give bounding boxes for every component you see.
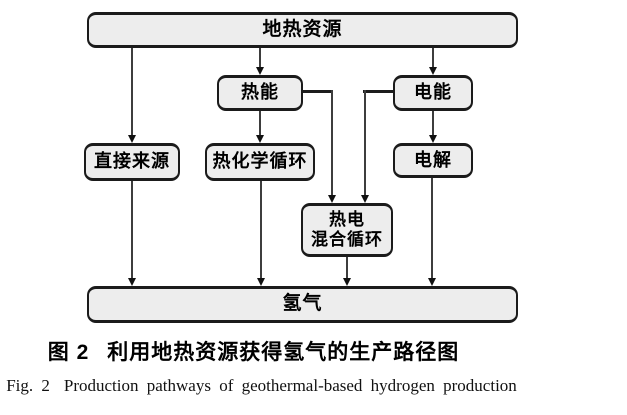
node-label: 地热资源 bbox=[262, 18, 343, 40]
connector-electric-electrolysis bbox=[432, 111, 434, 136]
figure-number-zh: 图 2 bbox=[47, 341, 90, 364]
connector-electric-hybrid-vertical bbox=[364, 90, 366, 196]
node-electrolysis: 电解 bbox=[393, 143, 473, 178]
connector-thermal-hybrid-horizontal bbox=[303, 90, 333, 93]
node-direct-source: 直接来源 bbox=[84, 143, 180, 181]
connector-direct-hydrogen bbox=[131, 181, 133, 279]
connector-thermal-hybrid-vertical bbox=[331, 90, 333, 196]
arrowhead-into-hybrid-left bbox=[328, 195, 336, 203]
connector-geothermal-electric bbox=[432, 48, 434, 68]
figure-number-en: Fig. 2 bbox=[6, 376, 50, 395]
connector-electrolysis-hydrogen bbox=[431, 178, 433, 279]
connector-electric-hybrid-horizontal bbox=[363, 90, 393, 93]
node-label: 热化学循环 bbox=[212, 151, 308, 172]
node-label: 电能 bbox=[414, 82, 452, 103]
node-label-line1: 热电 bbox=[329, 209, 365, 229]
arrowhead-into-thermochemical bbox=[256, 135, 264, 143]
connector-thermochemical-hydrogen bbox=[260, 181, 262, 279]
node-hydrogen: 氢气 bbox=[87, 286, 518, 323]
arrowhead-into-electrolysis bbox=[429, 135, 437, 143]
node-geothermal-resources: 地热资源 bbox=[87, 12, 518, 48]
node-label: 电解 bbox=[414, 149, 452, 170]
connector-geothermal-thermal bbox=[259, 48, 261, 68]
arrowhead-hydrogen-2 bbox=[257, 278, 265, 286]
arrowhead-hydrogen-3 bbox=[343, 278, 351, 286]
connector-geothermal-direct bbox=[131, 48, 133, 136]
node-label: 直接来源 bbox=[94, 151, 170, 172]
arrowhead-into-hybrid-right bbox=[361, 195, 369, 203]
arrowhead-hydrogen-4 bbox=[428, 278, 436, 286]
arrowhead-into-direct bbox=[128, 135, 136, 143]
figure-caption-en: Fig. 2 Production pathways of geothermal-… bbox=[0, 376, 523, 396]
node-label: 热能 bbox=[241, 82, 279, 103]
connector-hybrid-hydrogen bbox=[346, 257, 348, 279]
arrowhead-into-electric bbox=[429, 67, 437, 75]
node-thermal-energy: 热能 bbox=[217, 75, 303, 111]
node-electric-energy: 电能 bbox=[393, 75, 473, 111]
arrowhead-into-thermal bbox=[256, 67, 264, 75]
node-hybrid-cycle: 热电 混合循环 bbox=[301, 203, 393, 257]
node-label: 氢气 bbox=[282, 293, 323, 315]
node-label-line2: 混合循环 bbox=[311, 230, 383, 249]
arrowhead-hydrogen-1 bbox=[128, 278, 136, 286]
node-thermochemical-cycle: 热化学循环 bbox=[205, 143, 315, 181]
figure-title-zh: 利用地热资源获得氢气的生产路径图 bbox=[107, 341, 460, 364]
figure-caption-zh: 图 2 利用地热资源获得氢气的生产路径图 bbox=[0, 336, 507, 366]
connector-thermal-thermochemical bbox=[259, 111, 261, 136]
figure-title-en: Production pathways of geothermal-based … bbox=[63, 376, 517, 395]
